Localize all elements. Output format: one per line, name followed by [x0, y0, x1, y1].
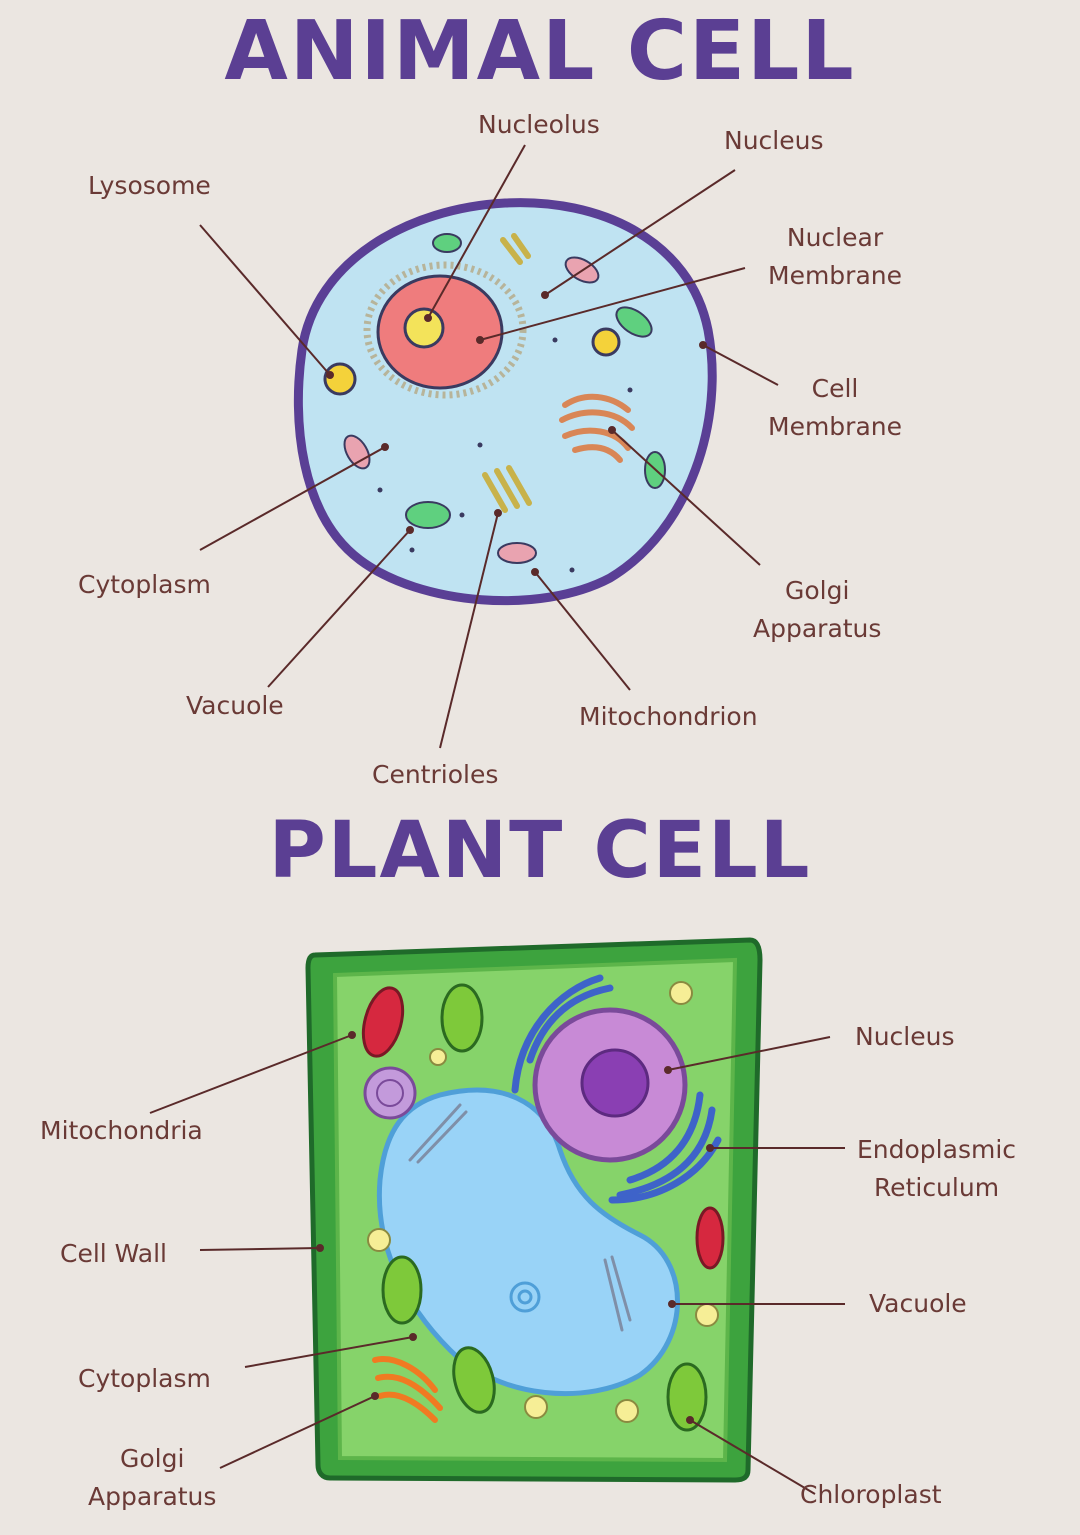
- label-er-line1: Endoplasmic: [857, 1135, 1017, 1164]
- label-plant-golgi-line2: Apparatus: [88, 1482, 217, 1511]
- nuclear-envelope: [363, 261, 527, 399]
- animal-leader-lines: [199, 144, 779, 749]
- label-endoplasmic-reticulum: Endoplasmic Reticulum: [857, 1131, 1016, 1207]
- animal-nucleolus: [403, 307, 445, 349]
- label-nucleus: Nucleus: [724, 126, 824, 155]
- plant-leader-lines: [149, 1031, 845, 1495]
- label-plant-golgi-line1: Golgi: [120, 1444, 185, 1473]
- animal-cell-membrane: [293, 198, 717, 606]
- label-plant-nucleus: Nucleus: [855, 1022, 955, 1051]
- animal-vacuole-3: [615, 306, 653, 338]
- label-vacuole: Vacuole: [186, 691, 284, 720]
- animal-mitochondrion: [497, 542, 537, 564]
- plant-nucleolus: [580, 1048, 650, 1118]
- label-cell-membrane: Cell Membrane: [768, 370, 902, 446]
- label-cell-membrane-line1: Cell: [811, 374, 859, 403]
- animal-lysosome: [323, 362, 357, 396]
- plant-mitochondrion-2: [695, 1206, 725, 1270]
- plant-cell-title: PLANT CELL: [268, 806, 812, 896]
- label-nucleolus: Nucleolus: [478, 110, 600, 139]
- label-plant-cytoplasm: Cytoplasm: [78, 1364, 211, 1393]
- plant-endoplasmic-reticulum: [511, 974, 722, 1204]
- animal-vacuole: [405, 501, 451, 529]
- label-er-line2: Reticulum: [873, 1173, 1000, 1202]
- label-cell-wall: Cell Wall: [60, 1239, 168, 1268]
- animal-vacuole-2: [432, 233, 462, 253]
- animal-cell-illustration: [293, 198, 717, 606]
- label-golgi-line2: Apparatus: [753, 614, 882, 643]
- label-nuclear-membrane-line2: Membrane: [768, 261, 902, 290]
- animal-golgi-apparatus: [559, 393, 635, 463]
- animal-lysosome-2: [591, 327, 621, 357]
- label-plant-golgi-apparatus: Golgi Apparatus: [88, 1440, 216, 1516]
- plant-vacuole: [376, 1087, 680, 1397]
- plant-chloroplasts: [381, 983, 708, 1432]
- label-centrioles: Centrioles: [372, 760, 499, 789]
- label-golgi-apparatus: Golgi Apparatus: [753, 572, 881, 648]
- animal-centrioles: [482, 233, 532, 513]
- label-chloroplast: Chloroplast: [800, 1480, 942, 1509]
- animal-cell-title: ANIMAL CELL: [224, 4, 856, 99]
- label-nuclear-membrane-line1: Nuclear: [786, 223, 884, 252]
- label-golgi-line1: Golgi: [785, 576, 850, 605]
- label-cytoplasm: Cytoplasm: [78, 570, 211, 599]
- label-plant-mitochondria: Mitochondria: [40, 1116, 203, 1145]
- label-nuclear-membrane: Nuclear Membrane: [768, 219, 902, 295]
- label-cell-membrane-line2: Membrane: [768, 412, 902, 441]
- plant-cell-illustration: [305, 937, 763, 1483]
- label-plant-vacuole: Vacuole: [869, 1289, 967, 1318]
- label-lysosome: Lysosome: [88, 171, 211, 200]
- plant-mitochondrion: [361, 986, 405, 1058]
- label-mitochondrion: Mitochondrion: [579, 702, 758, 731]
- plant-golgi-apparatus: [372, 1356, 443, 1423]
